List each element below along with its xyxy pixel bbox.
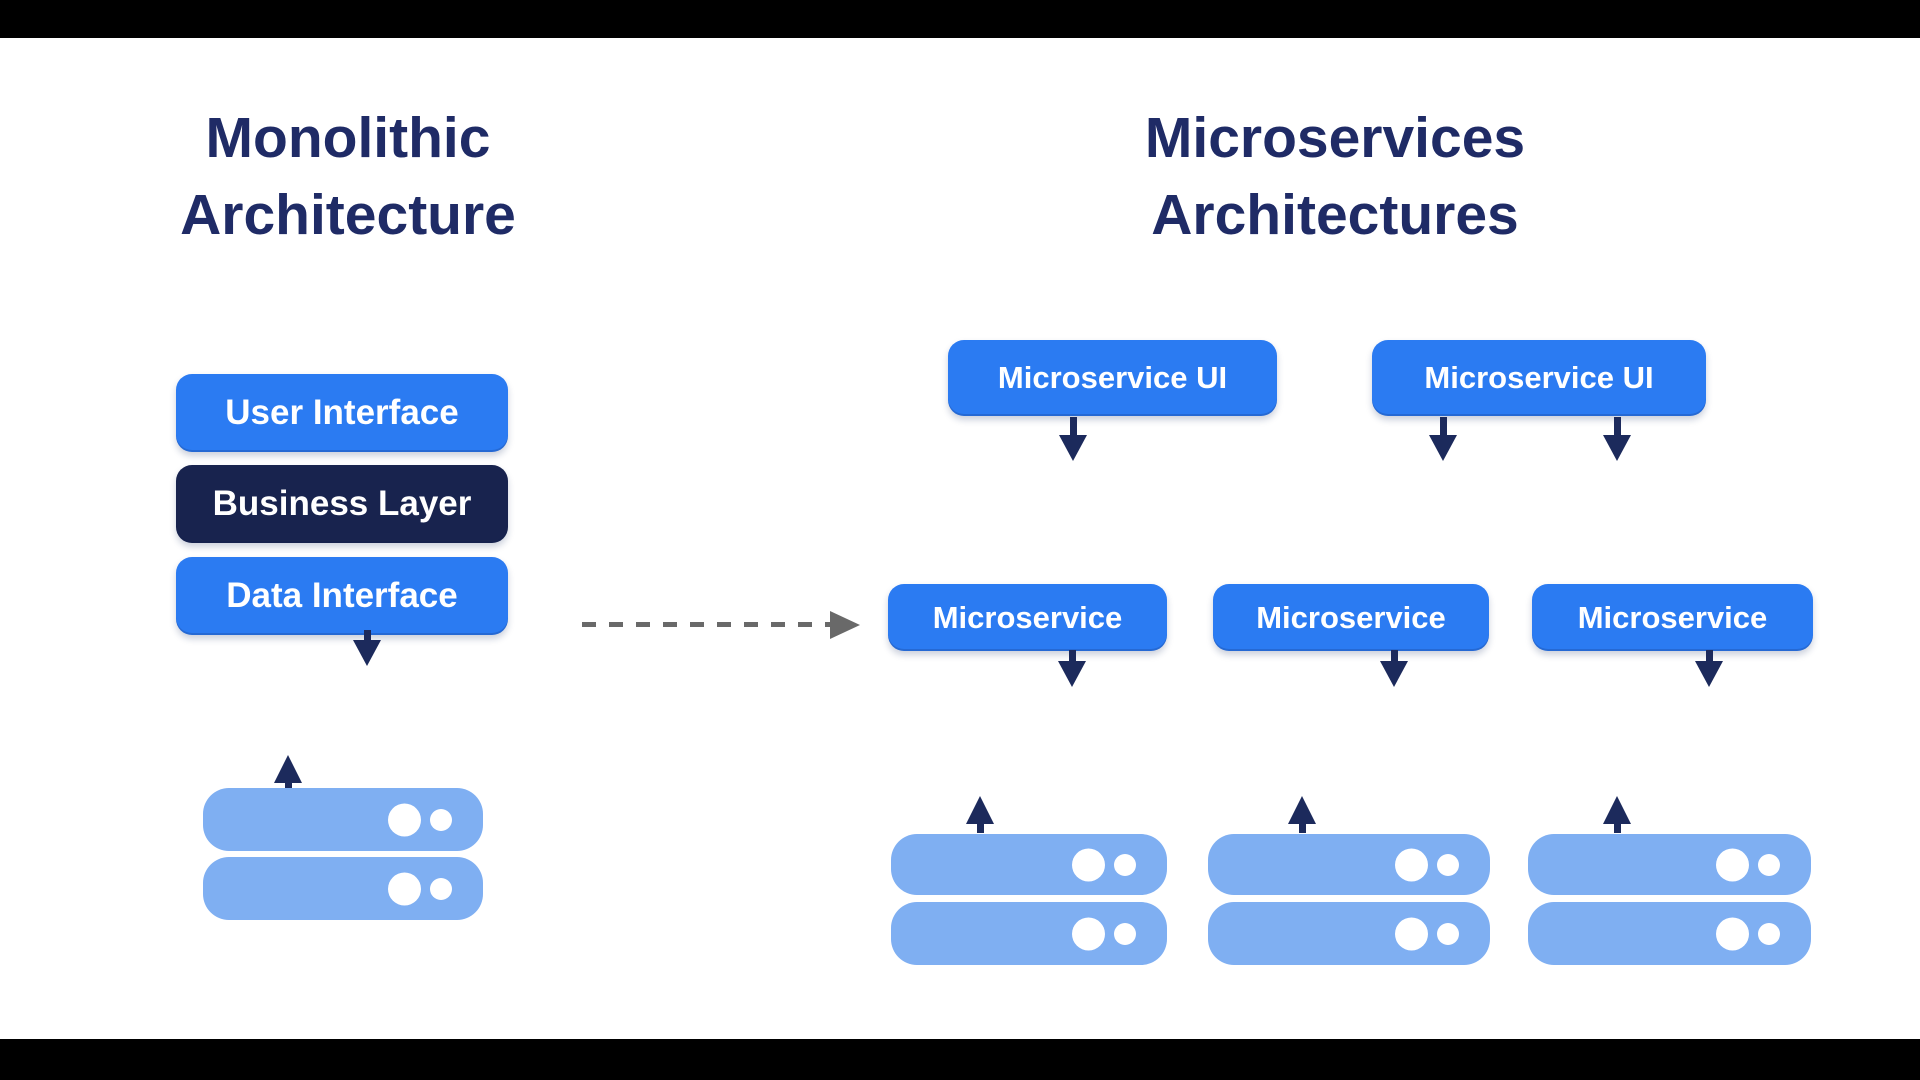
layer-label: Business Layer <box>212 484 472 523</box>
arrow-head <box>353 640 381 666</box>
microservices-title-line1: Microservices <box>1144 106 1526 170</box>
server-dot-large-icon <box>1395 848 1428 881</box>
down-arrow-icon <box>1695 650 1723 687</box>
server-dot-small-icon <box>1114 853 1136 876</box>
arrow-stem <box>1068 650 1076 661</box>
server-bar <box>891 902 1167 965</box>
arrow-stem <box>1298 824 1306 833</box>
server-bar <box>203 857 483 920</box>
arrow-head <box>1429 435 1457 461</box>
microservices-title-line2: Architectures <box>1151 183 1519 247</box>
monolithic-title-line1: Monolithic <box>205 106 491 170</box>
arrow-head <box>1695 661 1723 687</box>
server-dot-large-icon <box>1072 848 1105 881</box>
arrow-stem <box>1613 417 1621 435</box>
microservice-ui-label: Microservice UI <box>997 360 1228 395</box>
down-arrow-icon <box>1058 650 1086 687</box>
server-bar <box>203 788 483 851</box>
monolithic-title: Monolithic Architecture <box>58 100 638 254</box>
microservice-ui-box-2: Microservice UI <box>1372 340 1706 416</box>
up-arrow-icon <box>274 755 302 792</box>
arrow-stem <box>1439 417 1447 435</box>
microservice-ui-box-1: Microservice UI <box>948 340 1277 416</box>
layer-box-data-interface: Data Interface <box>176 557 508 635</box>
arrow-stem <box>1705 650 1713 661</box>
down-arrow-icon <box>1429 417 1457 461</box>
server-dot-large-icon <box>1716 848 1749 881</box>
server-bar <box>1208 902 1490 965</box>
microservice-ui-label: Microservice UI <box>1424 360 1654 395</box>
monolithic-title-line2: Architecture <box>180 183 516 247</box>
arrow-head <box>1603 435 1631 461</box>
server-dot-small-icon <box>430 808 452 831</box>
microservice-box-2: Microservice <box>1213 584 1489 651</box>
layer-label: Data Interface <box>226 576 458 615</box>
server-dot-small-icon <box>1758 922 1780 945</box>
server-dot-large-icon <box>1395 917 1428 950</box>
down-arrow-icon <box>1380 650 1408 687</box>
arrow-head <box>1603 796 1631 824</box>
microservices-title: Microservices Architectures <box>1015 100 1655 254</box>
layer-box-business-layer: Business Layer <box>176 465 508 543</box>
arrow-head <box>1058 661 1086 687</box>
server-bar <box>1208 834 1490 895</box>
microservice-label: Microservice <box>1577 599 1768 635</box>
microservice-box-1: Microservice <box>888 584 1167 651</box>
server-dot-small-icon <box>430 877 452 900</box>
layer-box-user-interface: User Interface <box>176 374 508 452</box>
up-arrow-icon <box>1603 796 1631 833</box>
arrow-stem <box>1390 650 1398 661</box>
server-bar <box>1528 834 1811 895</box>
down-arrow-icon <box>1059 417 1087 461</box>
server-dot-large-icon <box>388 803 421 836</box>
arrow-head <box>274 755 302 783</box>
server-bar <box>891 834 1167 895</box>
dashed-arrow-head <box>830 611 860 639</box>
server-dot-large-icon <box>1716 917 1749 950</box>
microservice-label: Microservice <box>932 599 1123 635</box>
down-arrow-icon <box>353 630 381 666</box>
arrow-stem <box>363 630 371 640</box>
server-dot-small-icon <box>1437 922 1459 945</box>
server-dot-large-icon <box>1072 917 1105 950</box>
arrow-head <box>1288 796 1316 824</box>
server-dot-large-icon <box>388 872 421 905</box>
up-arrow-icon <box>1288 796 1316 833</box>
arrow-stem <box>1069 417 1077 435</box>
layer-label: User Interface <box>225 393 459 432</box>
arrow-head <box>1380 661 1408 687</box>
server-dot-small-icon <box>1437 853 1459 876</box>
server-dot-small-icon <box>1114 922 1136 945</box>
up-arrow-icon <box>966 796 994 833</box>
letterbox-top-bar <box>0 0 1920 38</box>
letterbox-bottom-bar <box>0 1039 1920 1080</box>
server-bar <box>1528 902 1811 965</box>
microservice-box-3: Microservice <box>1532 584 1813 651</box>
server-dot-small-icon <box>1758 853 1780 876</box>
arrow-head <box>1059 435 1087 461</box>
arrow-stem <box>284 783 292 792</box>
arrow-stem <box>976 824 984 833</box>
microservice-label: Microservice <box>1256 599 1446 635</box>
arrow-stem <box>1613 824 1621 833</box>
down-arrow-icon <box>1603 417 1631 461</box>
dashed-line <box>582 622 830 627</box>
arrow-head <box>966 796 994 824</box>
